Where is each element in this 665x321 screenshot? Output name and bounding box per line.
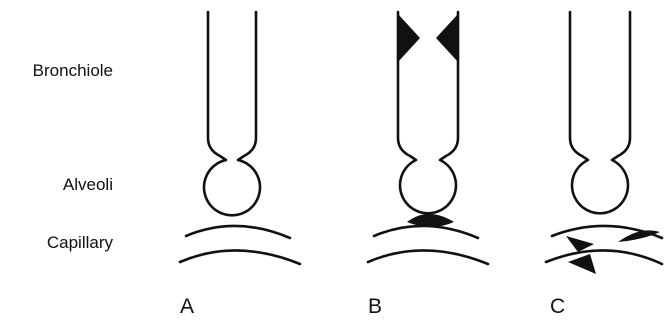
capillary-obstruction-1 [566,236,594,252]
bronchiole-obstruction-right [436,14,458,62]
bronchiole-obstruction-left [398,14,420,62]
panel-c [546,12,662,274]
capillary-lower-a [180,250,300,264]
airway-outline-a [204,12,260,215]
airway-outline-c [570,12,630,213]
panel-b [368,12,488,264]
capillary-lower-c [546,250,662,264]
capillary-obstruction-3 [568,254,596,274]
capillary-upper-b [374,226,478,238]
capillary-upper-a [186,226,290,238]
capillary-lower-b [368,250,488,264]
panel-a [180,12,300,264]
